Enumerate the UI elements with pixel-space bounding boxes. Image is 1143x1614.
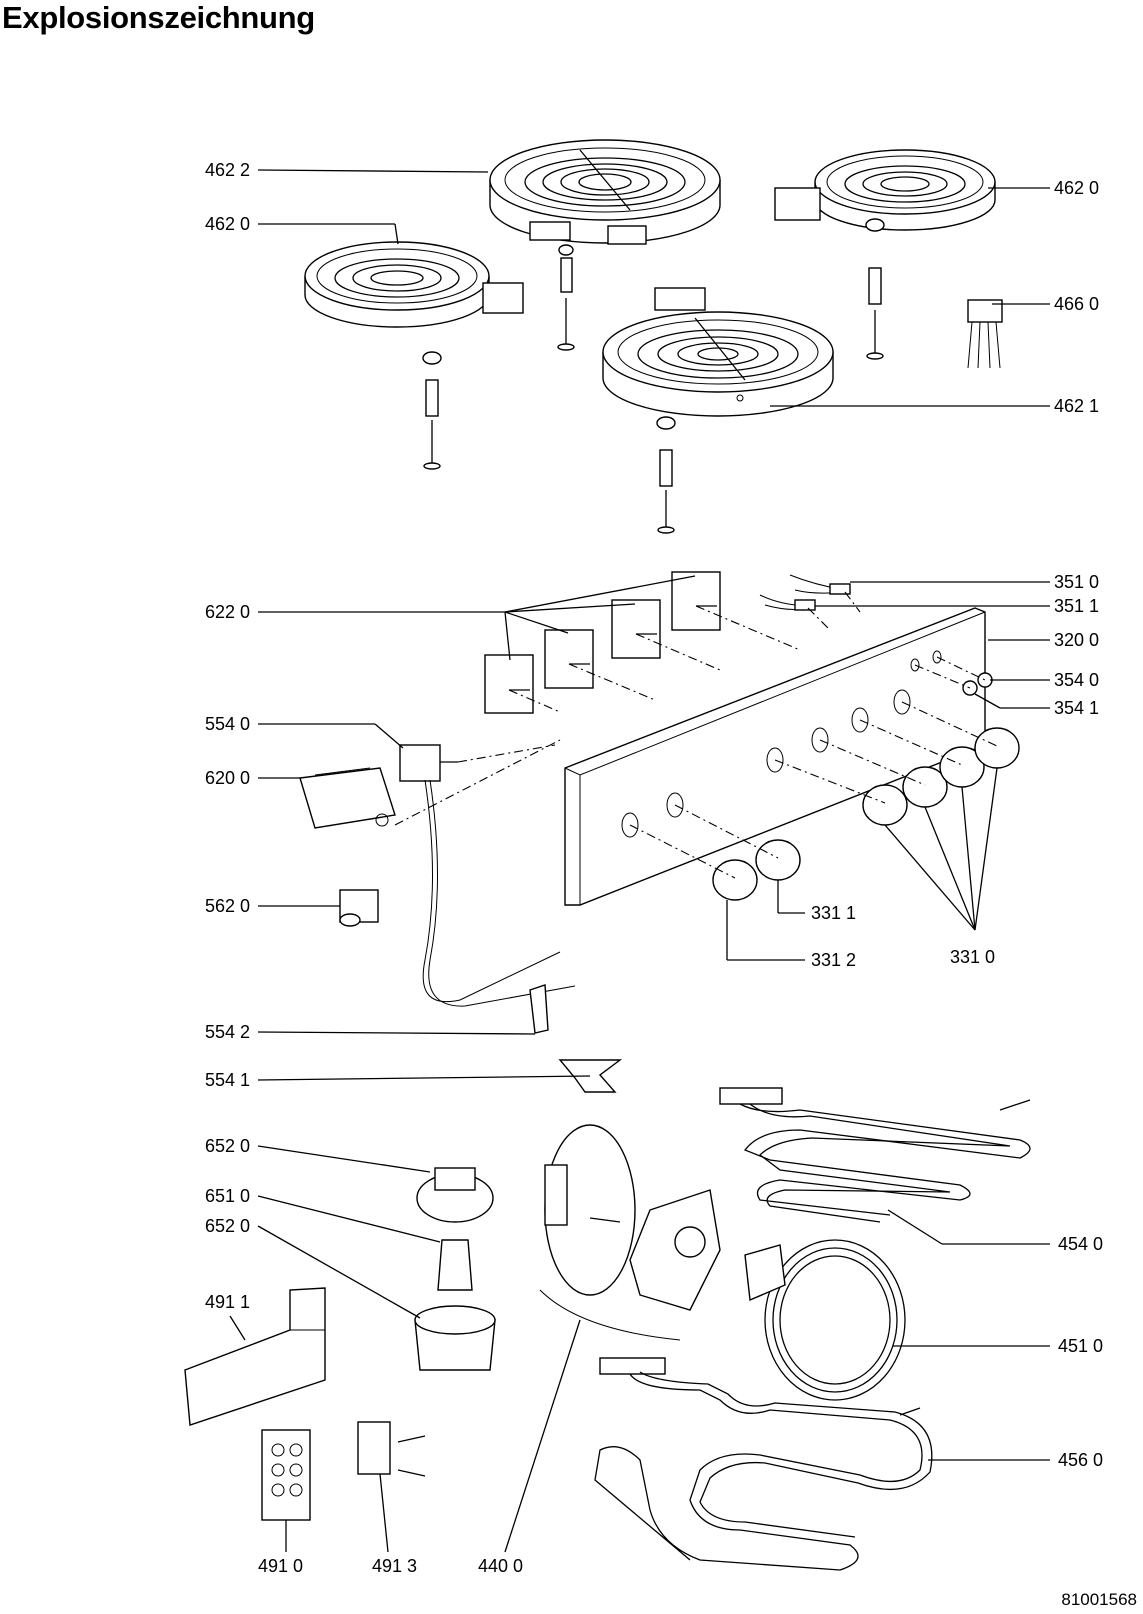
label-4913: 491 3 [372,1556,417,1576]
hotplate-4622 [489,139,721,245]
label-4510: 451 0 [1058,1336,1103,1356]
fan-motor-4400 [539,1124,721,1341]
document-number: 81001568 [1061,1590,1137,1609]
strain-relief-4913 [357,1421,426,1477]
label-4911: 491 1 [205,1292,250,1312]
label-4910: 491 0 [258,1556,303,1576]
bracket-4911 [184,1287,326,1426]
label-6520-top: 652 0 [205,1136,250,1156]
hotplate-4620-left [304,241,524,328]
label-4620-right: 462 0 [1054,178,1099,198]
wiring-3510-3511 [759,574,851,611]
label-4621: 462 1 [1054,396,1099,416]
oven-lamp-assembly [414,1167,496,1371]
label-5541: 554 1 [205,1070,250,1090]
label-6200: 620 0 [205,768,250,788]
mounting-spacers [422,218,885,534]
label-5542: 554 2 [205,1022,250,1042]
label-4622: 462 2 [205,160,250,180]
terminal-block-4910 [261,1429,311,1521]
label-3312: 331 2 [811,950,856,970]
switch-5620 [339,889,379,927]
label-3311: 331 1 [811,903,856,923]
label-3510: 351 0 [1054,572,1099,592]
energy-regulators-6220 [484,571,721,714]
hotplate-4621 [602,287,834,417]
terminal-block-4660 [967,299,1003,369]
indicator-lamps-354 [962,672,993,696]
page-title: Explosionszeichnung [2,0,315,35]
part-labels: 462 2 462 0 462 0 466 0 462 1 351 0 351 … [205,160,1103,1576]
bottom-element-4560 [594,1357,933,1571]
label-4660: 466 0 [1054,294,1099,314]
label-6520-bottom: 652 0 [205,1216,250,1236]
label-3540: 354 0 [1054,670,1099,690]
knobs-331 [712,727,1020,901]
grill-element-4540 [719,1087,1031,1223]
label-3511: 351 1 [1054,596,1099,616]
label-3200: 320 0 [1054,630,1099,650]
selector-switch-6200 [299,767,396,829]
thermostat-5540 [399,744,576,1034]
assembly-guide-lines [394,591,998,879]
label-3541: 354 1 [1054,698,1099,718]
label-6220: 622 0 [205,602,250,622]
label-4560: 456 0 [1058,1450,1103,1470]
label-4540: 454 0 [1058,1234,1103,1254]
label-3310: 331 0 [950,947,995,967]
label-5620: 562 0 [205,896,250,916]
label-4400: 440 0 [478,1556,523,1576]
leader-lines [229,169,1050,1553]
label-4620-left: 462 0 [205,214,250,234]
label-5540: 554 0 [205,714,250,734]
hotplate-4620-right [774,149,996,231]
ring-element-4510 [744,1239,906,1401]
label-6510: 651 0 [205,1186,250,1206]
